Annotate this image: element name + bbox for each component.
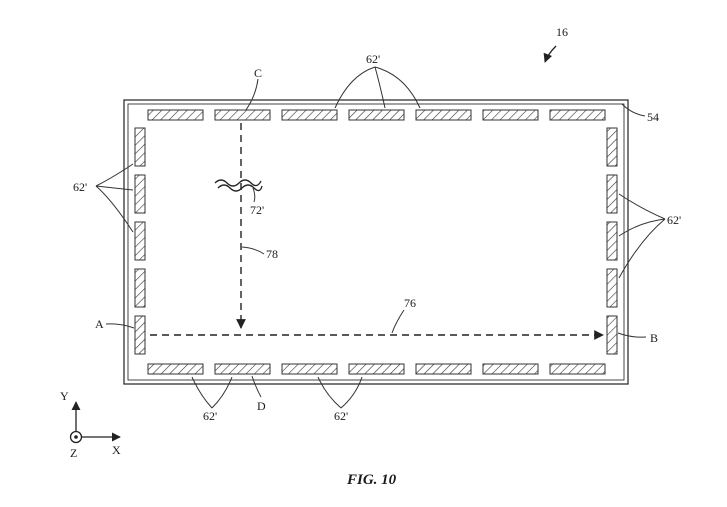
right-pad	[606, 174, 618, 214]
leader-72	[252, 187, 256, 203]
bottom-pad	[348, 363, 405, 375]
point-c-label: C	[254, 66, 262, 80]
left-pads-label: 62'	[73, 180, 87, 194]
bottom-pad	[482, 363, 539, 375]
y-axis-label: Y	[60, 389, 69, 403]
top-pad	[549, 109, 606, 121]
leader-16-arrow	[543, 45, 557, 63]
top-pad	[482, 109, 539, 121]
left-pad	[134, 174, 146, 214]
bottom-pad-row	[147, 363, 606, 375]
left-pad	[134, 315, 146, 355]
bottom-right-pads-label: 62'	[334, 409, 348, 423]
right-pad-column	[606, 127, 618, 355]
right-pads-label: 62'	[667, 213, 681, 227]
point-a-label: A	[95, 317, 104, 331]
wave-ref-label: 72'	[250, 203, 264, 217]
top-pad	[214, 109, 271, 121]
left-pad	[134, 221, 146, 261]
bottom-left-pads-label: 62'	[203, 409, 217, 423]
leader-76	[391, 309, 405, 334]
leader-bottom-left-pads	[191, 376, 233, 409]
right-pad	[606, 221, 618, 261]
wave-symbol-lower	[217, 184, 263, 192]
leader-bottom-right-pads	[317, 376, 363, 409]
z-axis-label: Z	[70, 446, 77, 460]
left-pad-column	[134, 127, 146, 355]
top-pad	[348, 109, 405, 121]
top-pad	[415, 109, 472, 121]
leader-78	[241, 246, 265, 255]
leader-left-pads	[95, 163, 134, 233]
left-pad	[134, 268, 146, 308]
bottom-pad	[147, 363, 204, 375]
ref-panel-label: 54	[647, 110, 659, 124]
bottom-pad	[214, 363, 271, 375]
bottom-pad	[415, 363, 472, 375]
ref-device-label: 16	[556, 25, 568, 39]
coordinate-axes: Y X Z	[60, 389, 121, 460]
top-pads-label: 62'	[366, 52, 380, 66]
right-pad	[606, 268, 618, 308]
x-axis-label: X	[112, 443, 121, 457]
top-pad	[147, 109, 204, 121]
panel-outer-border	[123, 99, 629, 385]
leader-a	[105, 323, 135, 329]
leader-top-pads	[334, 66, 421, 109]
leader-right-pads	[618, 193, 666, 279]
leader-b	[617, 332, 647, 338]
z-axis-dot	[74, 435, 78, 439]
vertical-path-label: 78	[266, 247, 278, 261]
leader-54	[621, 103, 646, 117]
point-d-label: D	[257, 399, 266, 413]
leader-c	[245, 78, 259, 111]
top-pad	[281, 109, 338, 121]
wave-symbol	[214, 179, 262, 187]
leader-d	[251, 375, 262, 398]
figure-caption: FIG. 10	[346, 472, 397, 488]
horizontal-path-label: 76	[404, 296, 416, 310]
bottom-pad	[281, 363, 338, 375]
bottom-pad	[549, 363, 606, 375]
top-pad-row	[147, 109, 606, 121]
left-pad	[134, 127, 146, 167]
panel-inner-border	[127, 103, 625, 381]
right-pad	[606, 127, 618, 167]
point-b-label: B	[650, 331, 658, 345]
right-pad	[606, 315, 618, 355]
